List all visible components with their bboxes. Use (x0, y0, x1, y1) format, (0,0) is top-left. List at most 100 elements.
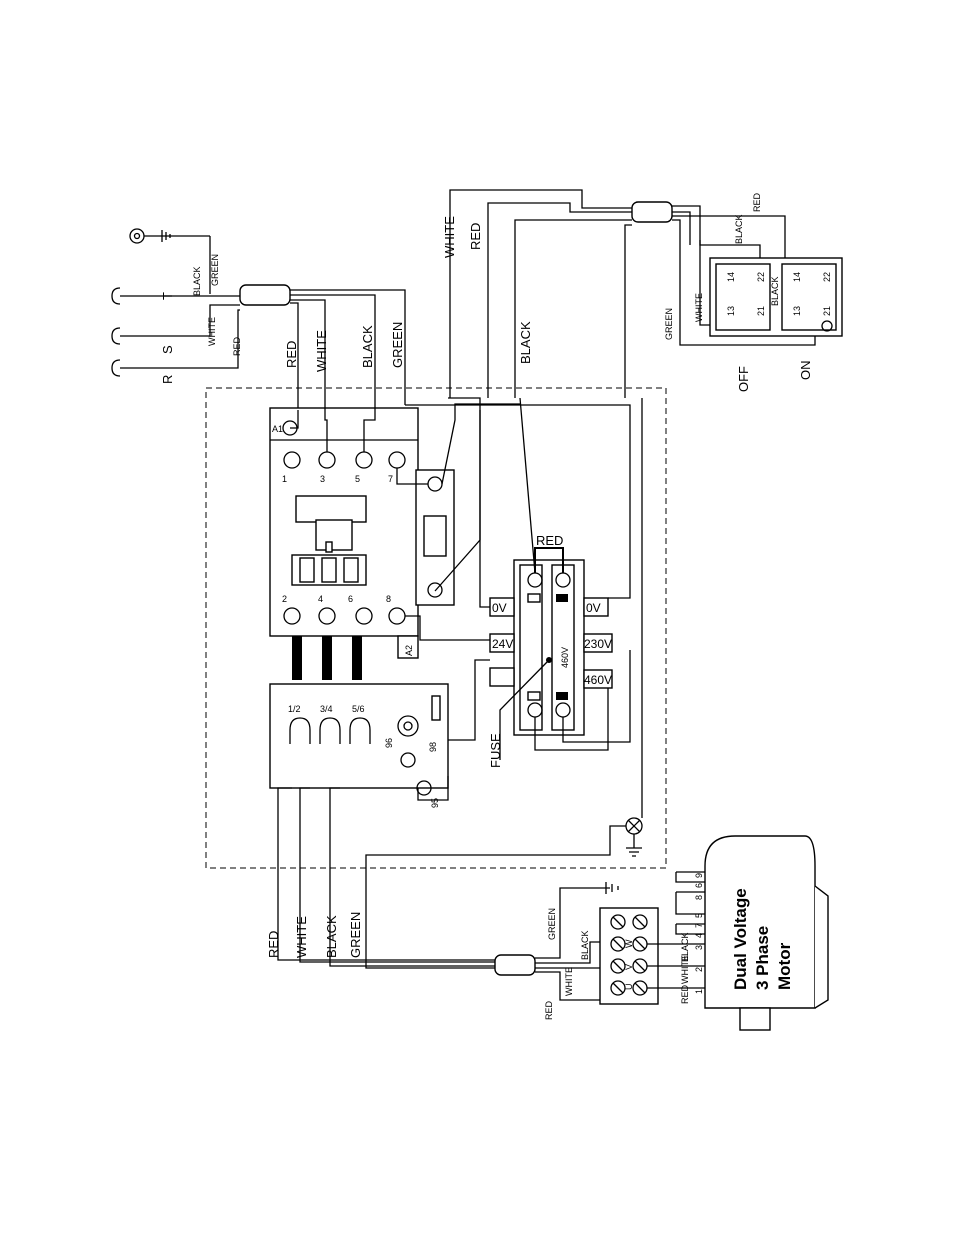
cable-red-label: RED (468, 223, 483, 250)
phase-label-r: R (160, 375, 175, 384)
supply-green-label: GREEN (210, 254, 220, 286)
supply-input: GREEN T S R BLACK WHITE RED RED WHITE BL… (111, 228, 406, 410)
lead-number-9: 9 (694, 873, 704, 878)
overload-aux-96: 96 (384, 738, 394, 748)
contactor-label-5: 5 (355, 474, 360, 484)
overload-aux-95: 95 (430, 798, 440, 808)
fuse-holder (415, 469, 455, 606)
contactor-label-8: 8 (386, 594, 391, 604)
switch-on-label: ON (798, 361, 813, 381)
fork-terminal-s (111, 327, 155, 345)
terminal-letter-w: W (624, 939, 634, 948)
fuse-label: FUSE (488, 733, 503, 768)
switch-wiring: WHITE RED BLACK RED BLACK GREEN WHITE (442, 189, 816, 398)
tap-24v-label: 24V (492, 637, 513, 651)
contactor-terminal-4 (318, 607, 336, 625)
box-black-label: BLACK (580, 930, 590, 960)
coil-a1-label: A1 (272, 424, 283, 434)
contactor-label-2: 2 (282, 594, 287, 604)
lead-number-1: 1 (694, 989, 704, 994)
motor-internal-leads: RED WHITE BLACK (647, 871, 705, 1004)
supply-white-label: WHITE (207, 317, 217, 346)
fork-terminal-t (111, 287, 158, 305)
motor-title-line1: Dual Voltage (731, 888, 750, 990)
lead-number-2: 2 (694, 967, 704, 972)
coil-a2-label: A2 (404, 645, 414, 656)
tap-24v (489, 633, 515, 653)
switch-contact-14a: 14 (726, 272, 736, 282)
motor: Dual Voltage 3 Phase Motor (704, 835, 829, 1031)
switch-contact-22b: 22 (822, 272, 832, 282)
switch-contact-13a: 13 (726, 306, 736, 316)
overload-label-34: 3/4 (320, 704, 333, 714)
overload-label-12: 1/2 (288, 704, 301, 714)
supply-black-label: BLACK (192, 266, 202, 296)
control-transformer: RED 460V 0V 24V 0V 230V 460V FUSE (488, 533, 631, 768)
overload-label-56: 5/6 (352, 704, 365, 714)
transformer-center-label: 460V (560, 647, 570, 668)
motor-lead-color-white: WHITE (680, 955, 690, 984)
contactor-terminal-6 (355, 607, 373, 625)
lead-number-5: 5 (694, 913, 704, 918)
supply-red-label: RED (232, 336, 242, 356)
tap-460v-label: 460V (584, 673, 612, 687)
red-jumper (534, 547, 564, 573)
switch-red-label: RED (752, 192, 762, 212)
panel-white-label: WHITE (314, 330, 329, 372)
lead-number-6: 6 (694, 883, 704, 888)
terminal-letter-v: V (624, 964, 634, 970)
switch-off-label: OFF (736, 366, 751, 392)
jumper-red-label: RED (536, 533, 563, 548)
motor-lead-color-black: BLACK (680, 932, 690, 962)
motor-terminal-block: U V W (599, 907, 659, 1005)
tap-0v-right (583, 597, 609, 617)
contactor: A1 1 3 5 7 2 4 6 8 A2 (269, 407, 419, 659)
switch-cable-sleeve (631, 201, 673, 223)
cable-black-label: BLACK (518, 321, 533, 364)
contactor-label-7: 7 (388, 474, 393, 484)
switch-black-label: BLACK (734, 214, 744, 244)
phase-label-s: S (160, 345, 175, 354)
panel-black-label: BLACK (360, 325, 375, 368)
overload-relay: 1/2 3/4 5/6 96 98 95 (269, 683, 449, 808)
switch-contact-14b: 14 (792, 272, 802, 282)
panel-red-label: RED (284, 341, 299, 368)
terminal-letter-u: U (624, 984, 634, 991)
tap-460v (583, 669, 613, 689)
panel-green-label: GREEN (390, 322, 405, 368)
lead-number-8: 8 (694, 895, 704, 900)
switch-green-label: GREEN (664, 308, 674, 340)
overload-aux-98: 98 (428, 742, 438, 752)
ground-ring-terminal (129, 228, 211, 294)
motor-lead-numbers: 1 2 3 4 7 5 8 6 9 (694, 873, 704, 994)
box-white-label: WHITE (564, 967, 574, 996)
tap-0v-right-label: 0V (586, 601, 601, 615)
switch-contact-21b: 21 (822, 306, 832, 316)
contactor-terminal-2 (283, 607, 301, 625)
box-red-label: RED (544, 1000, 554, 1020)
lead-number-7: 7 (694, 923, 704, 928)
contactor-label-3: 3 (320, 474, 325, 484)
fork-terminal-r (111, 359, 155, 377)
tap-0v-left-label: 0V (492, 601, 507, 615)
switch-inner-black-label: BLACK (770, 276, 780, 306)
tap-230v (583, 633, 613, 653)
motor-cable-sleeve (494, 954, 536, 976)
switch-contact-21a: 21 (756, 306, 766, 316)
motor-leads: RED WHITE BLACK GREEN GREEN BLACK WHITE … (266, 882, 619, 1020)
switch-contact-13b: 13 (792, 306, 802, 316)
motor-lead-color-red: RED (680, 984, 690, 1004)
supply-cable-sleeve (239, 284, 291, 306)
panel-enclosure (205, 387, 667, 869)
motor-lead-green-label: GREEN (348, 912, 363, 958)
contactor-label-1: 1 (282, 474, 287, 484)
cable-white-label: WHITE (442, 216, 457, 258)
lead-number-3: 3 (694, 945, 704, 950)
lead-number-4: 4 (694, 933, 704, 938)
motor-lead-black-label: BLACK (324, 915, 339, 958)
contactor-terminal-1 (283, 451, 301, 469)
switch-white-label: WHITE (694, 293, 704, 322)
motor-lead-red-label: RED (266, 931, 281, 958)
switch-contact-22a: 22 (756, 272, 766, 282)
